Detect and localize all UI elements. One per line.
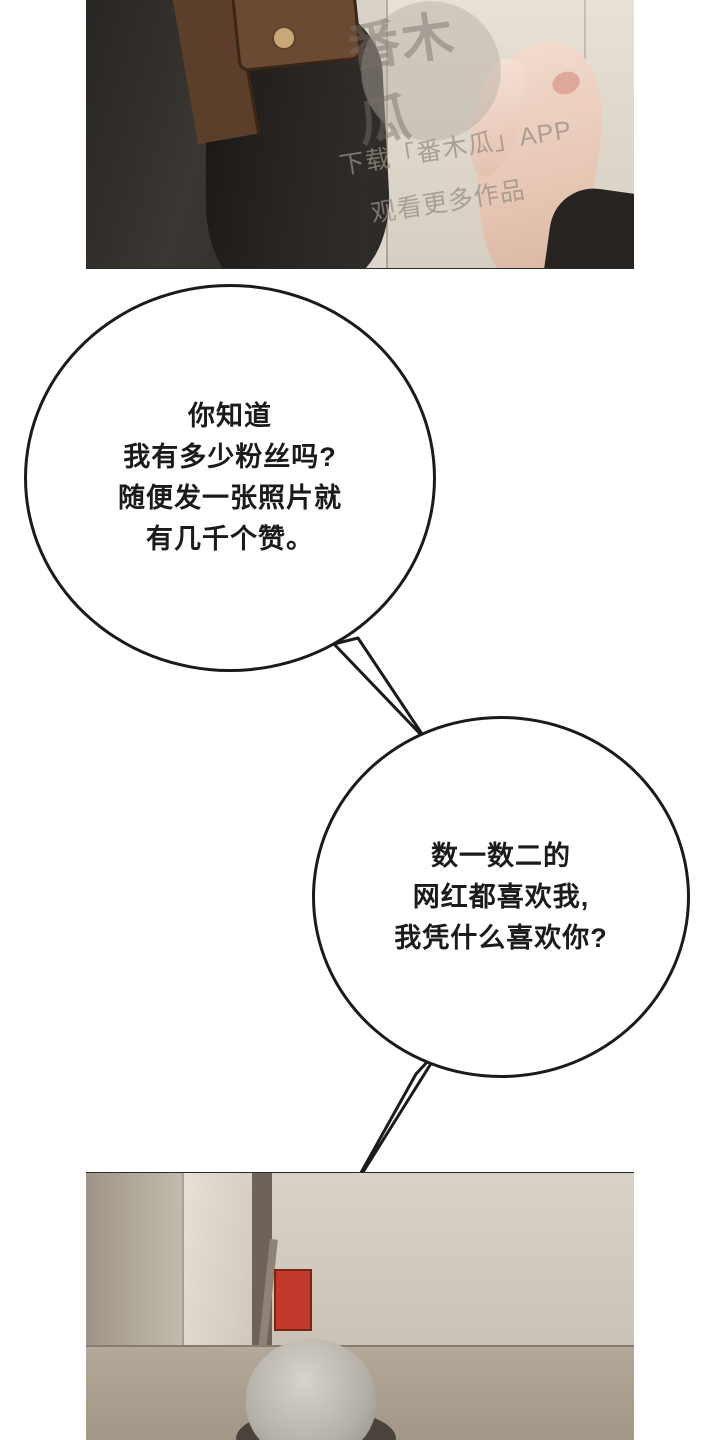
- top-panel: 番木瓜 下载「番木瓜」APP 观看更多作品: [86, 0, 634, 269]
- bottom-panel: [86, 1172, 634, 1440]
- wall-edge-line: [386, 0, 388, 268]
- speech-bubble-2-text: 数一数二的 网红都喜欢我, 我凭什么喜欢你?: [394, 840, 608, 953]
- speech-bubble-1: 你知道 我有多少粉丝吗? 随便发一张照片就 有几千个赞。: [24, 284, 436, 672]
- bubble-1-tail: [330, 636, 450, 746]
- speech-bubble-2: 数一数二的 网红都喜欢我, 我凭什么喜欢你?: [312, 716, 690, 1078]
- character-head-grey-hair: [246, 1339, 376, 1440]
- hallway-door: [182, 1173, 262, 1369]
- floor-wall-line: [86, 1345, 634, 1347]
- red-wall-object: [274, 1269, 312, 1331]
- speech-bubble-1-text: 你知道 我有多少粉丝吗? 随便发一张照片就 有几千个赞。: [118, 401, 342, 554]
- belt-stud: [272, 26, 296, 50]
